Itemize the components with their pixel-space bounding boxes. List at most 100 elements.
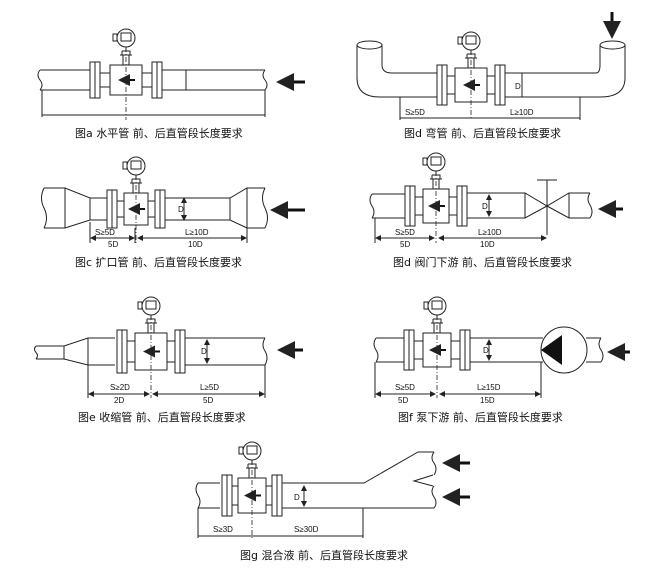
dimension-line (197, 508, 364, 538)
meter-spool (100, 72, 152, 88)
electromagnetic-flowmeter (89, 28, 163, 120)
upstream-length-label: S≥3D (213, 525, 233, 534)
u-bend-pipe (356, 45, 626, 98)
downstream-distance: 5D (203, 396, 213, 405)
electromagnetic-flowmeter (436, 31, 506, 120)
flange (461, 185, 468, 227)
electromagnetic-flowmeter (106, 156, 166, 243)
electromagnetic-flowmeter (404, 152, 468, 243)
flange (408, 329, 415, 371)
flange (116, 329, 123, 374)
flange (409, 185, 416, 227)
electromagnetic-flowmeter (116, 296, 186, 398)
downstream-length-label: L≥5D (200, 383, 219, 392)
upstream-distance: 5D (108, 240, 118, 249)
figure-f-pump-downstream: D S≥5D 5D L≥15D 15D 图f 泵下游 前、后直管段长度要求 (373, 326, 604, 424)
meter-spool (127, 340, 175, 363)
caption: 图c 扩口管 前、后直管段长度要求 (75, 255, 242, 269)
downstream-length-label: L≥10D (185, 228, 209, 237)
diameter-label: D (294, 493, 300, 502)
meter-spool (117, 200, 155, 218)
diameter-label: D (482, 202, 488, 211)
flange (271, 474, 278, 517)
flange (156, 61, 163, 99)
dimension-line (399, 97, 581, 120)
flange (151, 61, 158, 99)
cable-gland (238, 446, 244, 455)
caption: 图d 阀门下游 前、后直管段长度要求 (393, 255, 572, 269)
pipe-opening (599, 40, 626, 50)
downstream-distance: 10D (480, 240, 495, 249)
merging-pipe (198, 451, 434, 509)
flange (154, 189, 161, 229)
pipe (40, 69, 265, 91)
flange (159, 189, 166, 229)
diameter-label: D (201, 347, 207, 356)
diameter-label: D (483, 346, 489, 355)
downstream-distance: 10D (188, 240, 203, 249)
upstream-distance: 5D (398, 396, 408, 405)
display-screen-icon (120, 32, 132, 42)
valve-and-pipe (372, 179, 590, 235)
display-screen-icon (431, 300, 443, 310)
figure-d-bend: S≥5D L≥10D D 图d 弯管 前、后直管段长度要求 (356, 40, 626, 140)
flange (441, 64, 448, 106)
upstream-length-label: S≥5D (95, 228, 115, 237)
pipe-break (369, 192, 593, 219)
downstream-distance: 15D (480, 396, 495, 405)
flange (179, 329, 186, 374)
cable-gland (457, 36, 463, 45)
figure-a-horizontal-pipe: 图a 水平管 前、后直管段长度要求 (37, 69, 268, 140)
downstream-length-label: L≥10D (478, 228, 502, 237)
flange (174, 329, 181, 374)
upstream-length-label: S≥5D (395, 228, 415, 237)
flange (456, 185, 463, 227)
flange (226, 474, 233, 517)
cable-gland (423, 301, 429, 310)
display-screen-icon (465, 35, 477, 45)
display-screen-icon (430, 156, 442, 166)
caption: 图a 水平管 前、后直管段长度要求 (75, 126, 243, 140)
pipe-break (373, 337, 604, 363)
pipe-break (37, 69, 268, 91)
pump-triangle-icon (541, 335, 562, 365)
cable-gland (112, 33, 118, 42)
caption: 图f 泵下游 前、后直管段长度要求 (398, 410, 563, 424)
meter-spool (415, 196, 457, 216)
flange (404, 185, 411, 227)
dimension-line (41, 90, 266, 117)
downstream-length-label: S≥30D (294, 525, 319, 534)
figure-g-mixed-liquid: D S≥3D S≥30D 图g 混合液 前、后直管段长度要求 (195, 451, 437, 562)
pipe-opening (356, 40, 383, 50)
electromagnetic-flowmeter (403, 296, 471, 398)
meter-spool (414, 340, 460, 360)
diameter-label: D (178, 205, 184, 214)
pipe-break (195, 451, 437, 509)
pipe (376, 337, 601, 363)
upstream-distance: 2D (114, 396, 124, 405)
flange (111, 189, 118, 229)
cable-gland (137, 301, 143, 310)
pipe-break (34, 337, 268, 366)
upstream-length-label: S≥5D (395, 383, 415, 392)
dimension-extension (374, 362, 542, 398)
flange (436, 64, 443, 106)
flange (276, 474, 283, 517)
meter-spool (232, 485, 272, 506)
display-screen-icon (145, 300, 157, 310)
flange (499, 64, 506, 106)
downstream-length-label: L≥10D (510, 108, 534, 117)
pipe-break (41, 187, 268, 229)
cable-gland (122, 161, 128, 170)
flange (221, 474, 228, 517)
downstream-length-label: L≥15D (477, 383, 501, 392)
meter-spool (447, 75, 495, 95)
caption: 图g 混合液 前、后直管段长度要求 (240, 548, 408, 562)
figure-c-expander: D S≥5D 5D L≥10D 10D 图c 扩口管 前、后直管段长度要求 (41, 187, 268, 269)
flange (403, 329, 410, 371)
reducer-pipe (36, 337, 265, 366)
upstream-distance: 5D (400, 240, 410, 249)
figure-e-reducer: D S≥2D 2D L≥5D 5D 图e 收缩管 前、后直管段长度要求 (34, 337, 268, 424)
